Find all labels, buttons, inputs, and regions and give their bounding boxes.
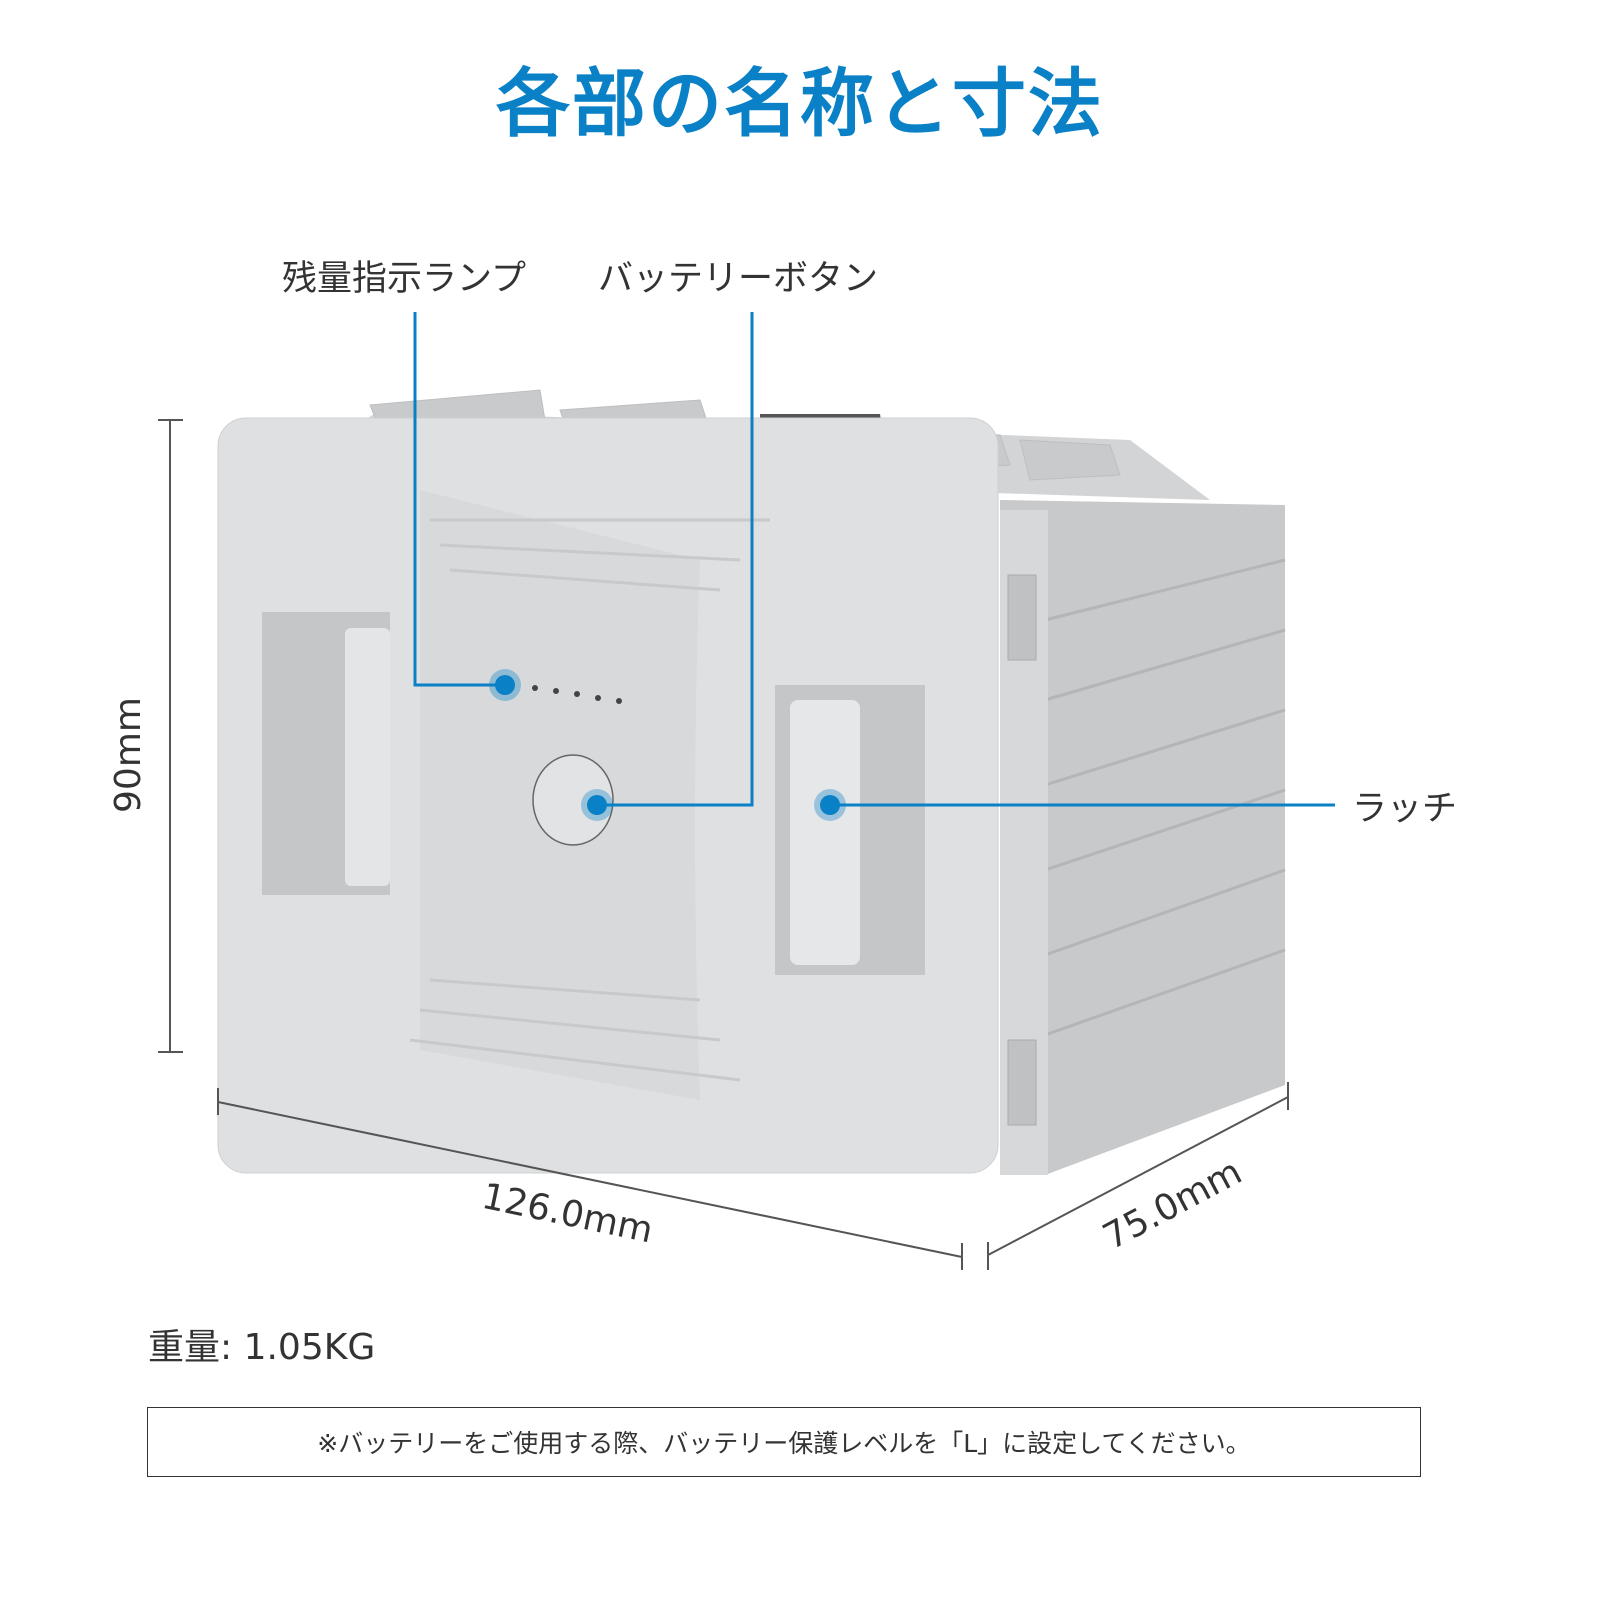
callout-lines [413, 312, 1335, 807]
latch-label: ラッチ [1352, 789, 1458, 829]
weight-text: 重量: 1.05KG [148, 1327, 376, 1368]
usage-note: ※バッテリーをご使用する際、バッテリー保護レベルを「L」に設定してください。 [317, 1429, 1251, 1458]
battery-button-label: バッテリーボタン [598, 259, 879, 299]
height-dimension: 90mm [108, 697, 149, 813]
indicator-lamps [532, 685, 622, 704]
usage-note-box: ※バッテリーをご使用する際、バッテリー保護レベルを「L」に設定してください。 [147, 1407, 1421, 1477]
battery-button [532, 754, 614, 846]
dimension-lines [158, 419, 1289, 1270]
callout-markers [489, 669, 846, 821]
indicator-lamp-label: 残量指示ランプ [282, 259, 526, 299]
page-title: 各部の名称と寸法 [496, 61, 1104, 147]
battery-side [1000, 500, 1286, 1175]
depth-dimension: 75.0mm [1097, 1151, 1249, 1258]
